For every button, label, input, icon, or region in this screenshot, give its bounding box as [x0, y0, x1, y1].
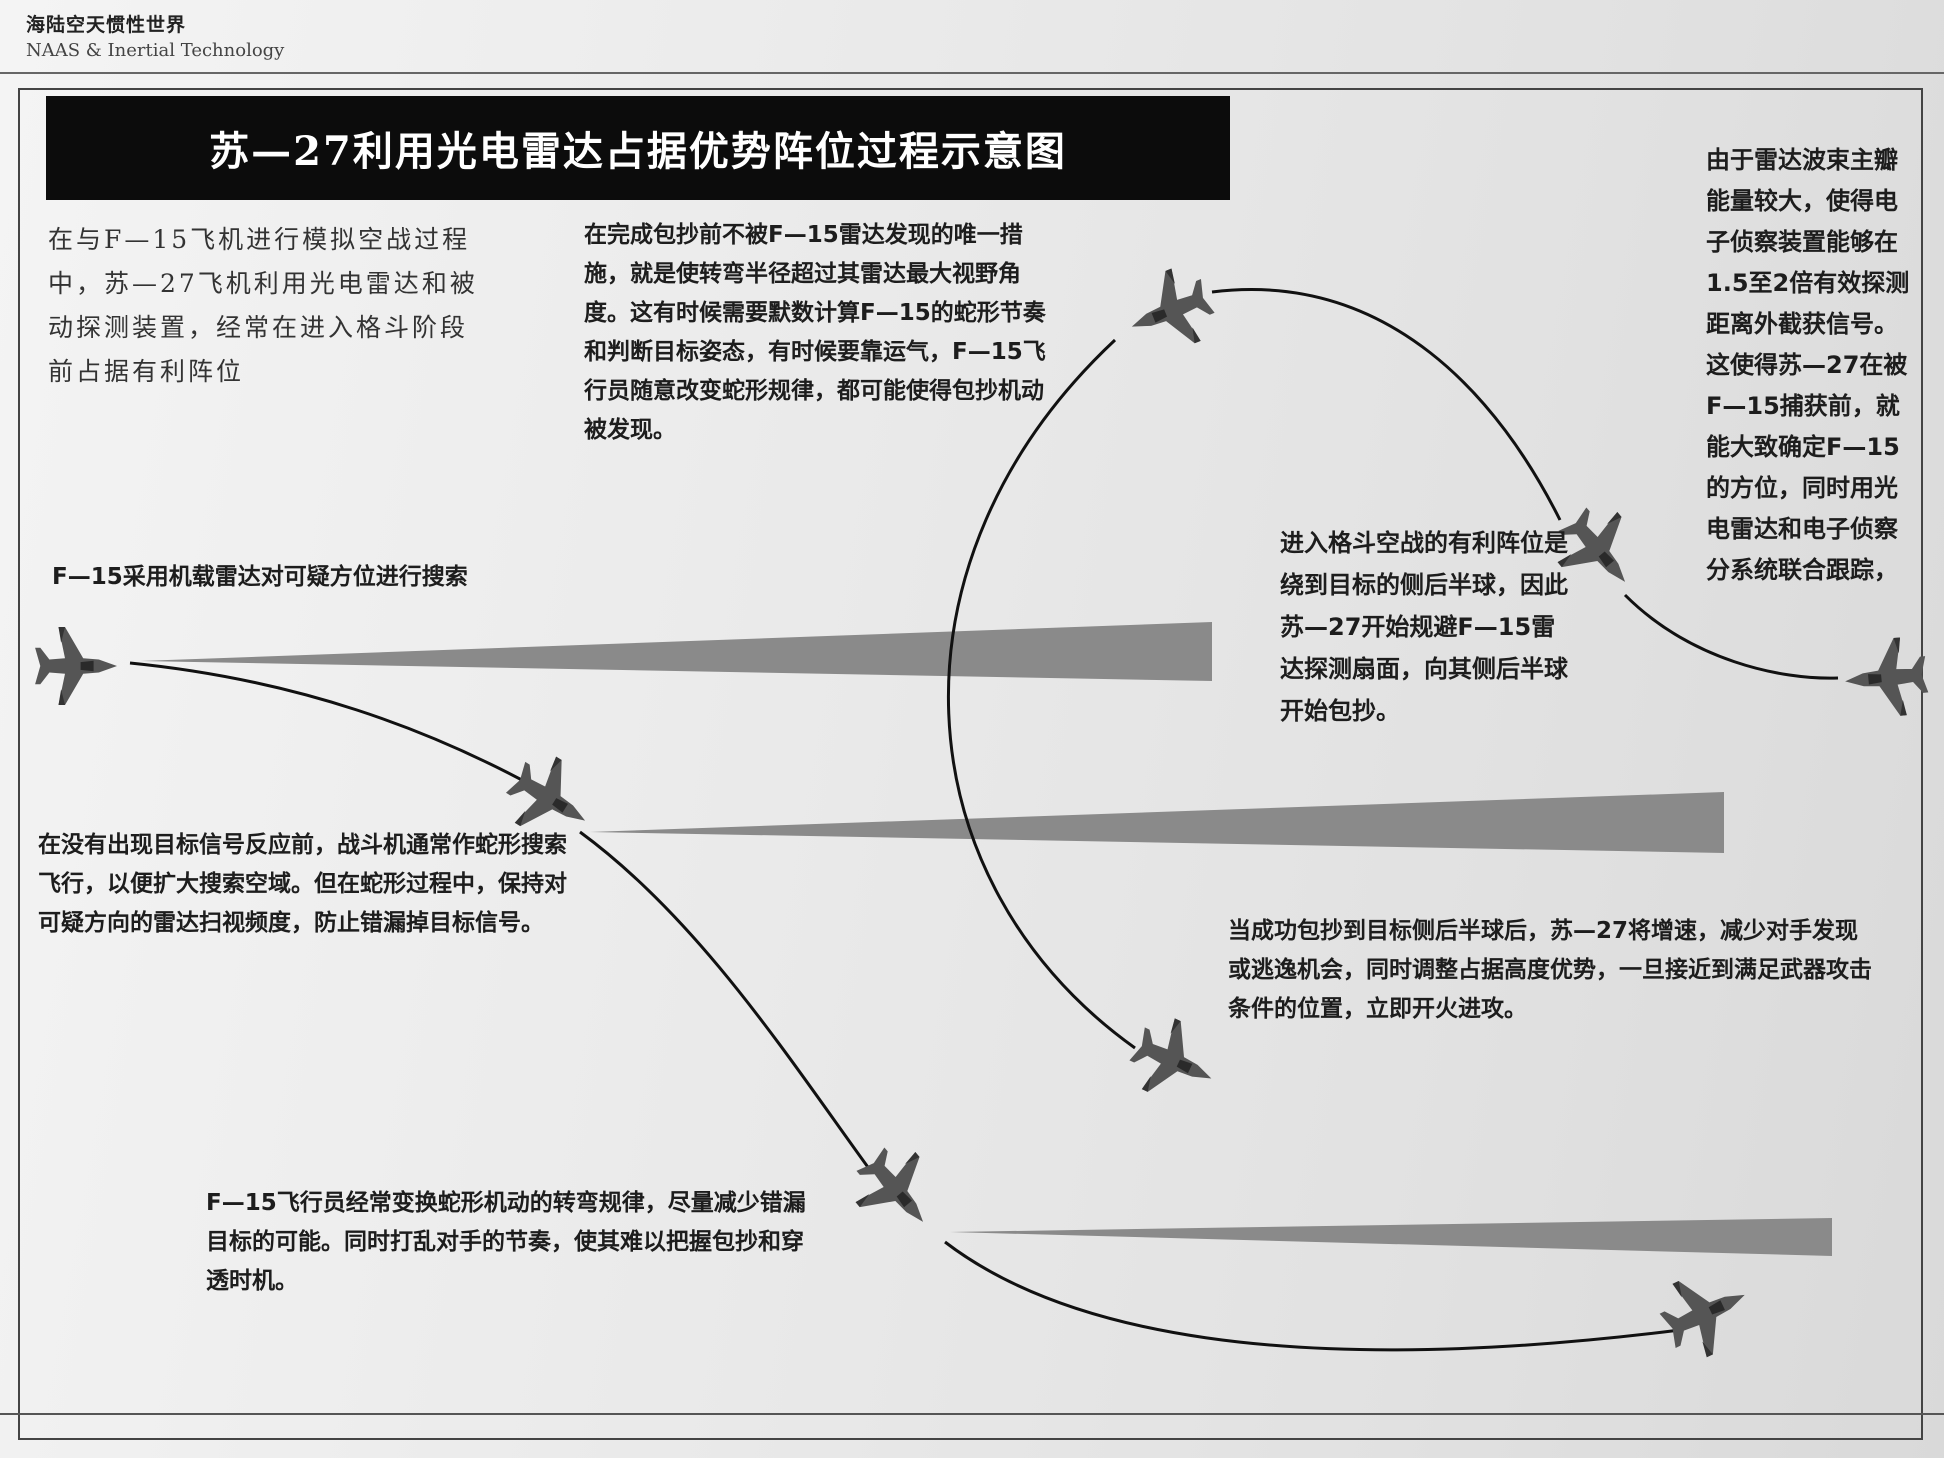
evasion-text: 在完成包抄前不被F—15雷达发现的唯一措施，就是使转弯半径超过其雷达最大视野角度… [584, 222, 1046, 443]
su27-path-final [1623, 593, 1839, 680]
fighter-jet-icon [1117, 259, 1223, 363]
flanking-text: 进入格斗空战的有利阵位是绕到目标的侧后半球，因此苏—27开始规避F—15雷达探测… [1280, 529, 1568, 725]
radar-beam-3 [950, 1218, 1832, 1256]
diagram-title: 苏—27利用光电雷达占据优势阵位过程示意图 [46, 96, 1230, 200]
intro-text: 在与F—15飞机进行模拟空战过程中，苏—27飞机利用光电雷达和被动探测装置，经常… [48, 225, 478, 386]
radar-beam-2 [590, 792, 1724, 853]
fighter-jet-icon [1841, 635, 1931, 721]
electronic-recon-text: 由于雷达波束主瓣能量较大，使得电子侦察装置能够在1.5至2倍有效探测距离外截获信… [1706, 146, 1910, 584]
pilot-maneuver-text: F—15飞行员经常变换蛇形机动的转弯规律，尽量减少错漏目标的可能。同时打乱对手的… [206, 1190, 806, 1294]
f15-path-segment-3 [944, 1240, 1681, 1352]
magazine-title-cn: 海陆空天惯性世界 [26, 14, 187, 36]
header-rule [0, 72, 1944, 74]
su27-path-loop [946, 338, 1136, 1050]
f15-path-segment-1 [129, 661, 536, 789]
su27-path-arc [1211, 288, 1562, 521]
radar-beam-1 [140, 622, 1212, 681]
magazine-title-en: NAAS & Inertial Technology [26, 40, 285, 61]
fighter-jet-icon [1650, 1258, 1762, 1368]
attack-text: 当成功包抄到目标侧后半球后，苏—27将增速，减少对手发现或逃逸机会，同时调整占据… [1228, 918, 1872, 1022]
fighter-jet-icon [1120, 1008, 1228, 1114]
figure-frame [18, 88, 1923, 1440]
f15-path-segment-2 [579, 830, 872, 1171]
f15-search-label: F—15采用机载雷达对可疑方位进行搜索 [52, 564, 468, 590]
footer-rule [0, 1413, 1944, 1415]
snake-search-text: 在没有出现目标信号反应前，战斗机通常作蛇形搜索飞行，以便扩大搜索空域。但在蛇形过… [38, 832, 567, 936]
fighter-jet-icon [35, 627, 117, 705]
